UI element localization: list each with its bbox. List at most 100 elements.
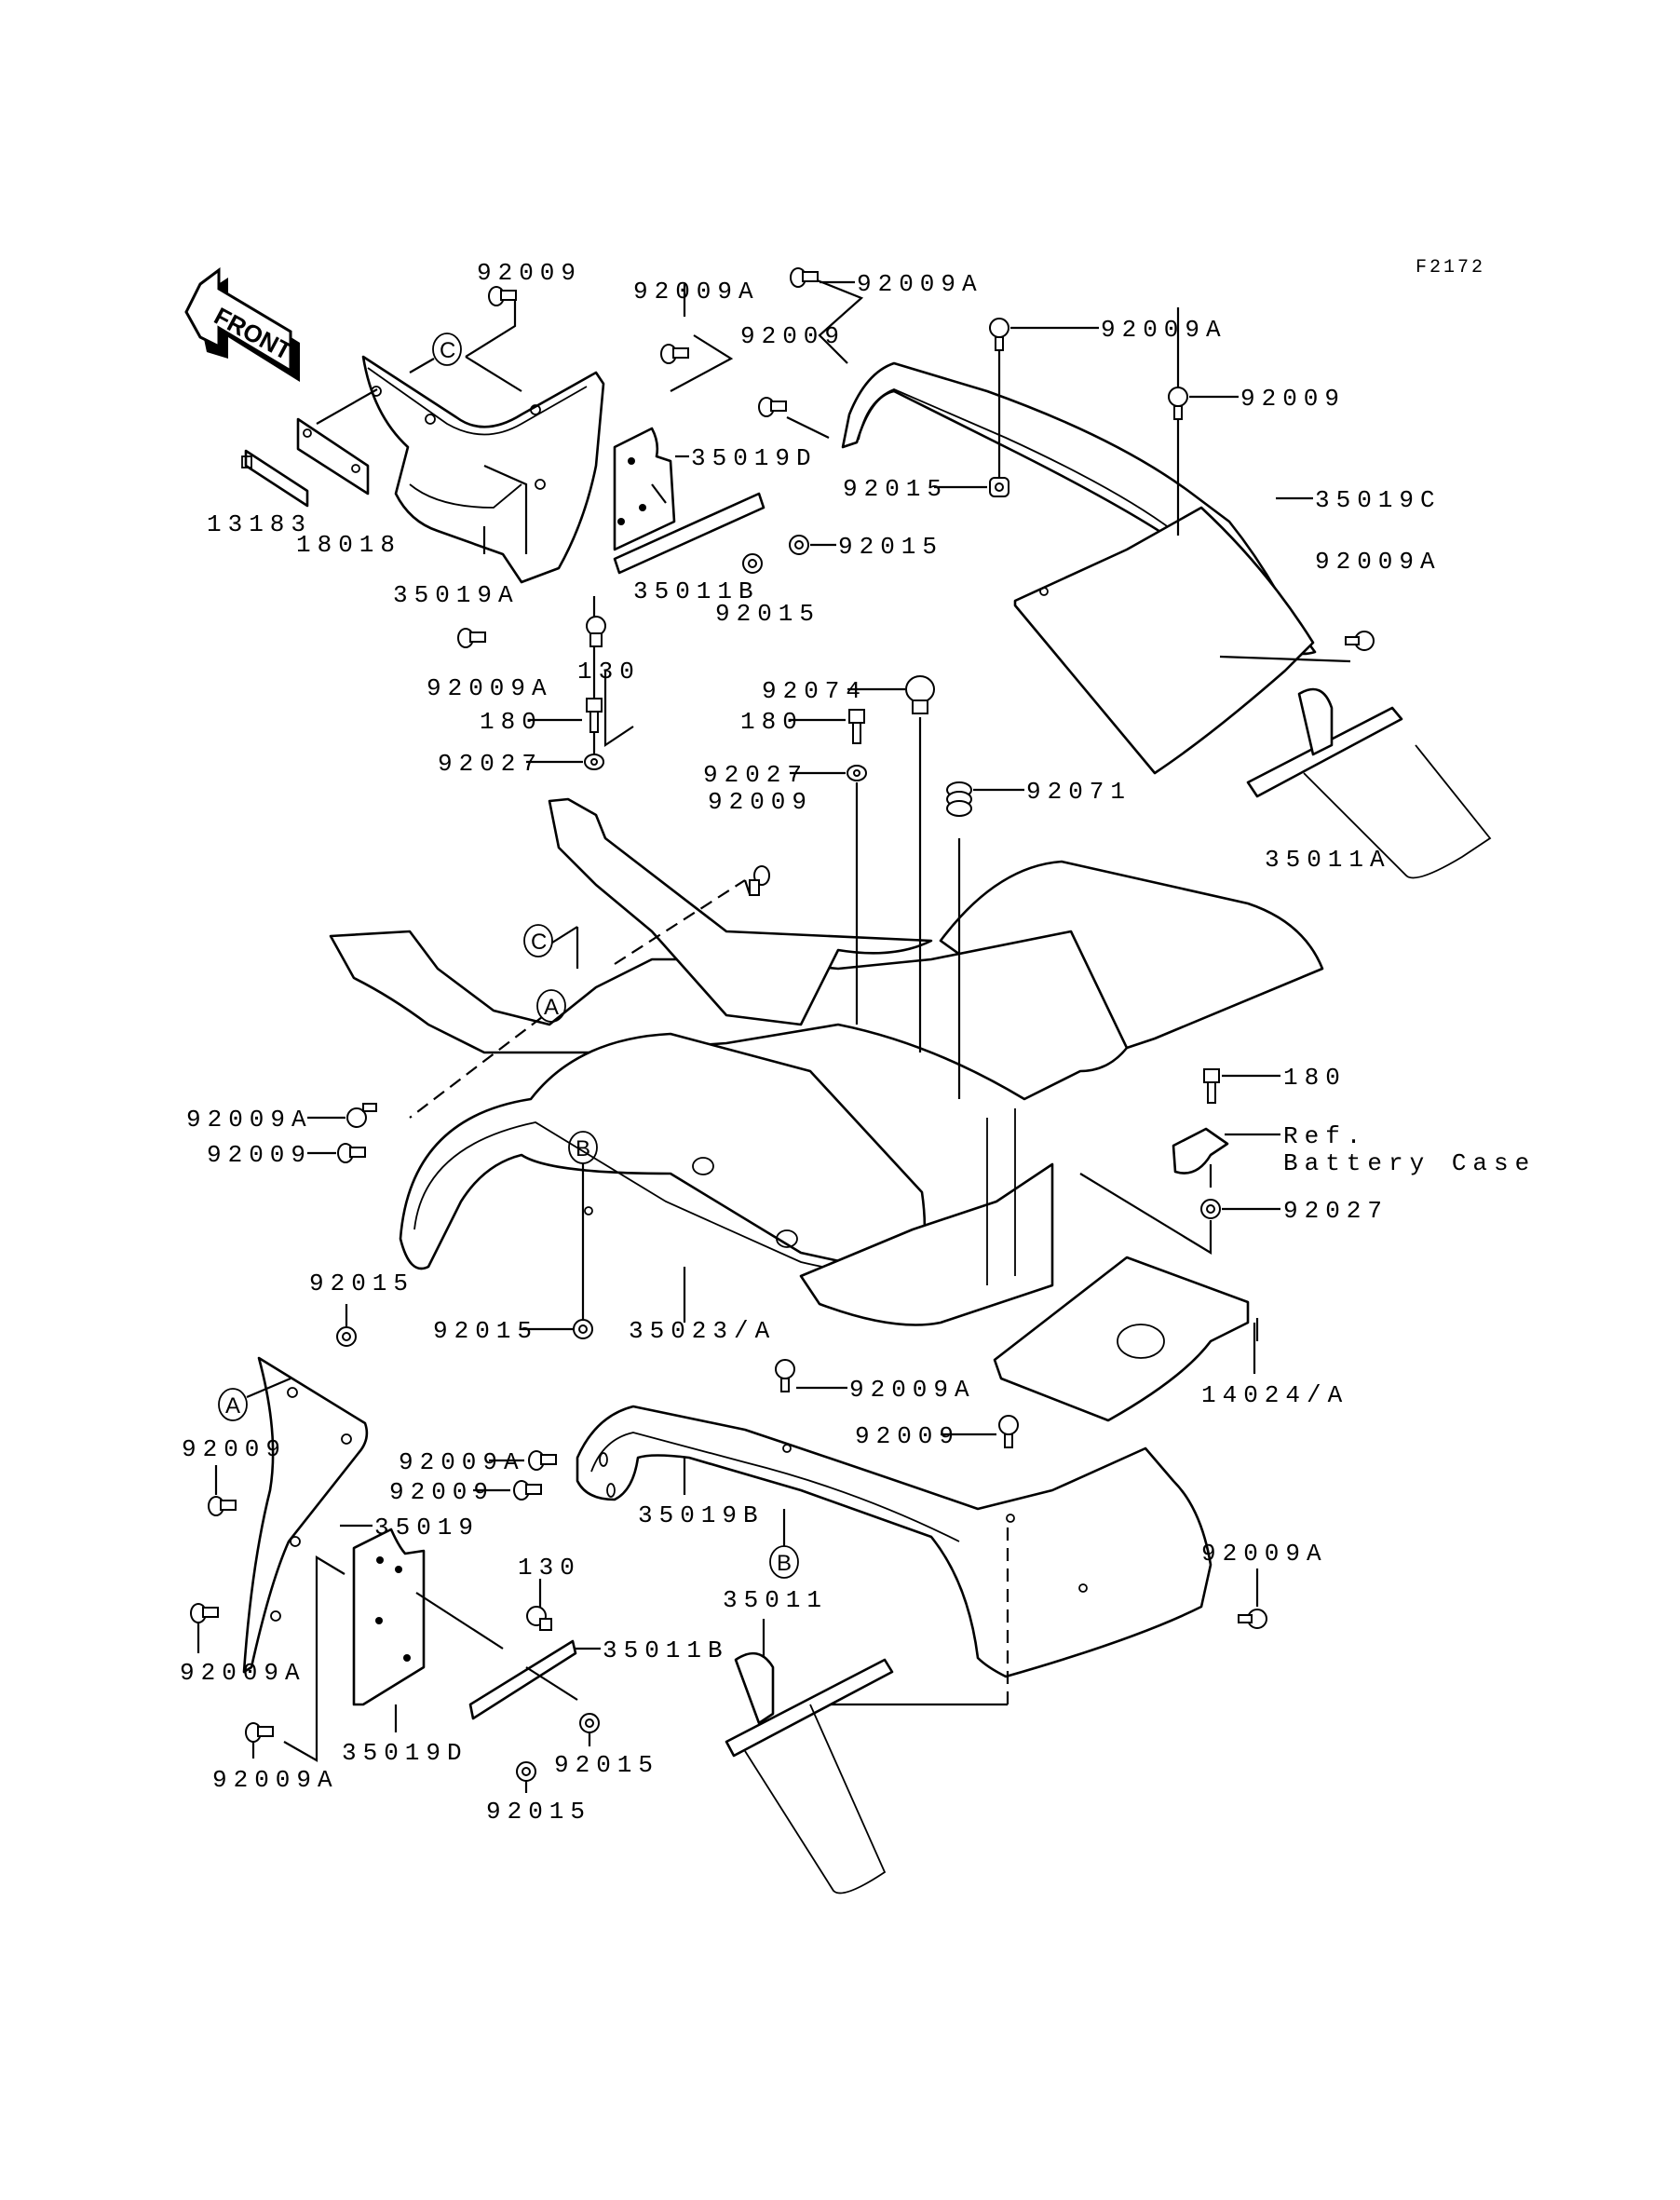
nut-icon (789, 535, 809, 555)
phillips-screw-icon (775, 1359, 795, 1392)
ref-marker-b-lower: B (769, 1545, 799, 1579)
part-35019D-mudflap-lower (352, 1528, 426, 1706)
callout-92015: 92015 (715, 600, 820, 628)
flange-bolt-icon (190, 1603, 219, 1623)
flange-bolt-icon (208, 1496, 237, 1516)
cap-icon (905, 675, 935, 714)
callout-35023A: 35023/A (629, 1317, 776, 1345)
callout-92015: 92015 (309, 1270, 414, 1297)
nut-icon (742, 553, 763, 574)
nut-icon (579, 1713, 600, 1733)
part-35023A-main-fender (329, 860, 1324, 1278)
callout-92015: 92015 (486, 1798, 591, 1826)
flange-bolt-icon (337, 1143, 366, 1163)
svg-text:A: A (544, 995, 559, 1020)
callout-92027: 92027 (703, 761, 808, 789)
callout-130: 130 (577, 658, 641, 686)
svg-text:B: B (576, 1136, 590, 1161)
part-35011B-bracket (613, 492, 765, 575)
phillips-screw-icon (1238, 1609, 1267, 1629)
callout-35011B: 35011B (633, 577, 760, 605)
part-battery-box (799, 1108, 1054, 1326)
ref-marker-a: A (536, 989, 566, 1023)
part-35011B-bracket-lower (468, 1639, 577, 1720)
callout-92074: 92074 (762, 677, 867, 705)
part-35019-cover (242, 1356, 369, 1674)
callout-ref: Ref. (1283, 1122, 1367, 1150)
svg-text:B: B (777, 1551, 792, 1576)
callout-92071: 92071 (1026, 778, 1131, 806)
part-35019C-flap (1013, 506, 1315, 775)
front-arrow-icon: FRONT (184, 267, 300, 382)
part-35019B-fender (576, 1405, 1213, 1678)
callout-35011B: 35011B (603, 1636, 729, 1664)
flange-bolt-icon (245, 1722, 274, 1743)
svg-text:C: C (440, 338, 455, 363)
callout-92009A: 92009A (633, 278, 760, 306)
callout-92009: 92009 (477, 259, 582, 287)
hex-bolt-icon (1203, 1068, 1220, 1104)
callout-14024A: 14024/A (1201, 1381, 1348, 1409)
callout-35019D: 35019D (342, 1739, 468, 1767)
bolt-icons (190, 267, 1375, 1782)
phillips-screw-icon (1168, 387, 1188, 420)
callout-battery-case: Battery Case (1283, 1149, 1536, 1177)
phillips-screw-icon (998, 1415, 1019, 1448)
flange-bolt-icon (749, 865, 770, 896)
callout-92009: 92009 (1240, 385, 1346, 413)
callout-92009A: 92009A (180, 1659, 306, 1687)
ref-marker-c: C (432, 333, 462, 366)
callout-92015: 92015 (838, 533, 943, 561)
part-13183-reflector (241, 449, 309, 508)
callout-92009A: 92009A (212, 1766, 339, 1794)
part-inner-bracket (548, 797, 933, 1026)
callout-35011: 35011 (723, 1586, 828, 1614)
flange-bolt-icon (790, 267, 819, 288)
callout-35019D: 35019D (691, 444, 818, 472)
part-14024A-battery-cover (993, 1256, 1250, 1422)
flange-bolt-icon (758, 397, 787, 417)
callout-92009A: 92009A (1315, 548, 1442, 576)
washer-icon (847, 765, 867, 781)
part-35011A-bracket (1246, 687, 1492, 879)
callout-92009: 92009 (855, 1422, 960, 1450)
nut-icon (989, 477, 1009, 497)
hex-bolt-icon (586, 698, 603, 733)
callout-92009A: 92009A (857, 270, 983, 298)
ref-marker-a-lower: A (218, 1388, 248, 1421)
callout-92027: 92027 (1283, 1197, 1389, 1225)
callout-92009A: 92009A (186, 1106, 313, 1134)
flange-bolt-icon (488, 286, 517, 306)
phillips-screw-icon (346, 1103, 377, 1128)
callout-92027: 92027 (438, 750, 543, 778)
callout-35019C: 35019C (1315, 486, 1442, 514)
callout-92009: 92009 (389, 1478, 495, 1506)
part-35011-bracket (725, 1651, 894, 1894)
callouts: 92009 92009A 92009A 92009 92009A 92009 3… (180, 259, 1536, 1826)
callout-92009A: 92009A (1101, 316, 1227, 344)
callout-130: 130 (518, 1554, 581, 1582)
grommet-icon (946, 781, 972, 817)
nut-icon (336, 1326, 357, 1347)
part-battery-strap (1172, 1127, 1229, 1175)
callout-35019A: 35019A (393, 581, 520, 609)
callout-35019B: 35019B (638, 1501, 765, 1529)
svg-text:C: C (531, 930, 547, 955)
flange-bolt-icon (457, 628, 486, 648)
callout-35011A: 35011A (1265, 846, 1391, 874)
flange-bolt-icon (660, 344, 689, 364)
callout-35019: 35019 (374, 1514, 480, 1541)
nut-icon (573, 1319, 593, 1339)
callout-180: 180 (1283, 1064, 1347, 1092)
part-35019D-mudflap (613, 427, 676, 551)
nut-icon (516, 1761, 536, 1782)
callout-92009: 92009 (207, 1141, 312, 1169)
ref-marker-c-lower: C (523, 924, 553, 957)
callout-92015: 92015 (433, 1317, 538, 1345)
svg-text:A: A (225, 1393, 240, 1419)
part-35019A-cover (361, 355, 605, 584)
nut-icon (1200, 1199, 1221, 1219)
flange-nut-icon (526, 1606, 552, 1631)
callout-180: 180 (480, 708, 543, 736)
